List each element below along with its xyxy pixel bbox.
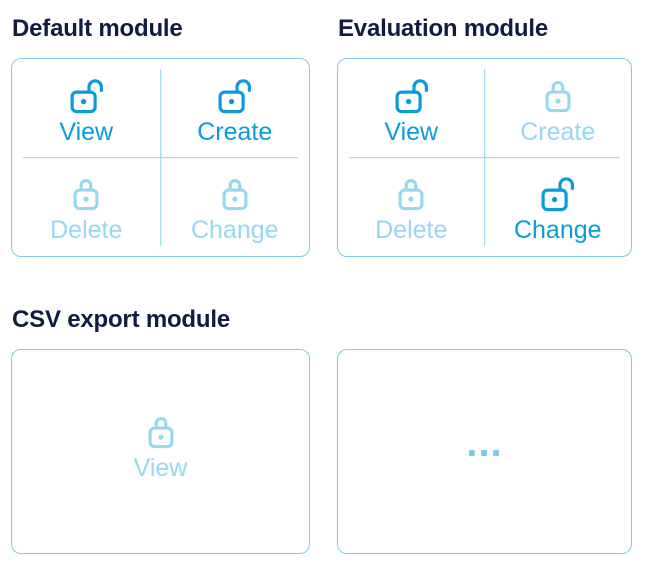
unlock-icon (68, 77, 105, 115)
module-title: CSV export module (12, 306, 230, 333)
permissions-card: View Create Delete Change (337, 58, 632, 257)
module-default: Default module View Create Delete Change (11, 12, 310, 257)
permission-label: View (384, 117, 439, 146)
permission-toggle-create[interactable]: Create (485, 59, 632, 158)
placeholder-body: ... (338, 350, 631, 553)
ellipsis-label: ... (466, 420, 503, 465)
permission-label: Create (197, 117, 273, 146)
lock-icon (221, 175, 249, 213)
module-csv-export: CSV export module View (11, 303, 310, 554)
modules-row-top: Default module View Create Delete Change (11, 12, 652, 257)
module-title: Evaluation module (338, 15, 548, 42)
unlock-icon (216, 77, 253, 115)
permission-toggle-view[interactable]: View (12, 59, 161, 158)
module-title: Default module (12, 15, 183, 42)
permission-label: Delete (375, 216, 448, 245)
permission-toggle-change[interactable]: Change (485, 158, 632, 257)
lock-icon (544, 77, 572, 115)
permission-toggle-view[interactable]: View (338, 59, 485, 158)
permission-toggle-delete[interactable]: Delete (338, 158, 485, 257)
permission-toggle-delete[interactable]: Delete (12, 158, 161, 257)
lock-icon (72, 175, 100, 213)
permission-label: Create (520, 117, 596, 146)
permissions-card: View (11, 349, 310, 554)
card-divider-horizontal (349, 156, 620, 159)
permission-label: Delete (50, 216, 123, 245)
permission-label: Change (513, 216, 602, 245)
permission-label: View (133, 454, 188, 482)
lock-icon (397, 175, 425, 213)
permission-label: Change (190, 216, 279, 245)
placeholder-card: ... (337, 349, 632, 554)
module-evaluation: Evaluation module View Create Delete Cha… (337, 12, 632, 257)
permission-label: View (59, 117, 114, 146)
unlock-icon (393, 77, 430, 115)
permission-toggle-change[interactable]: Change (161, 158, 310, 257)
permission-toggle-create[interactable]: Create (161, 59, 310, 158)
lock-icon (147, 413, 175, 451)
unlock-icon (539, 175, 576, 213)
permission-toggle-view[interactable]: View (12, 350, 309, 553)
permissions-card: View Create Delete Change (11, 58, 310, 257)
modules-row-bottom: CSV export module View ... (11, 303, 652, 554)
card-divider-horizontal (23, 156, 298, 159)
module-extra: ... (337, 303, 632, 554)
